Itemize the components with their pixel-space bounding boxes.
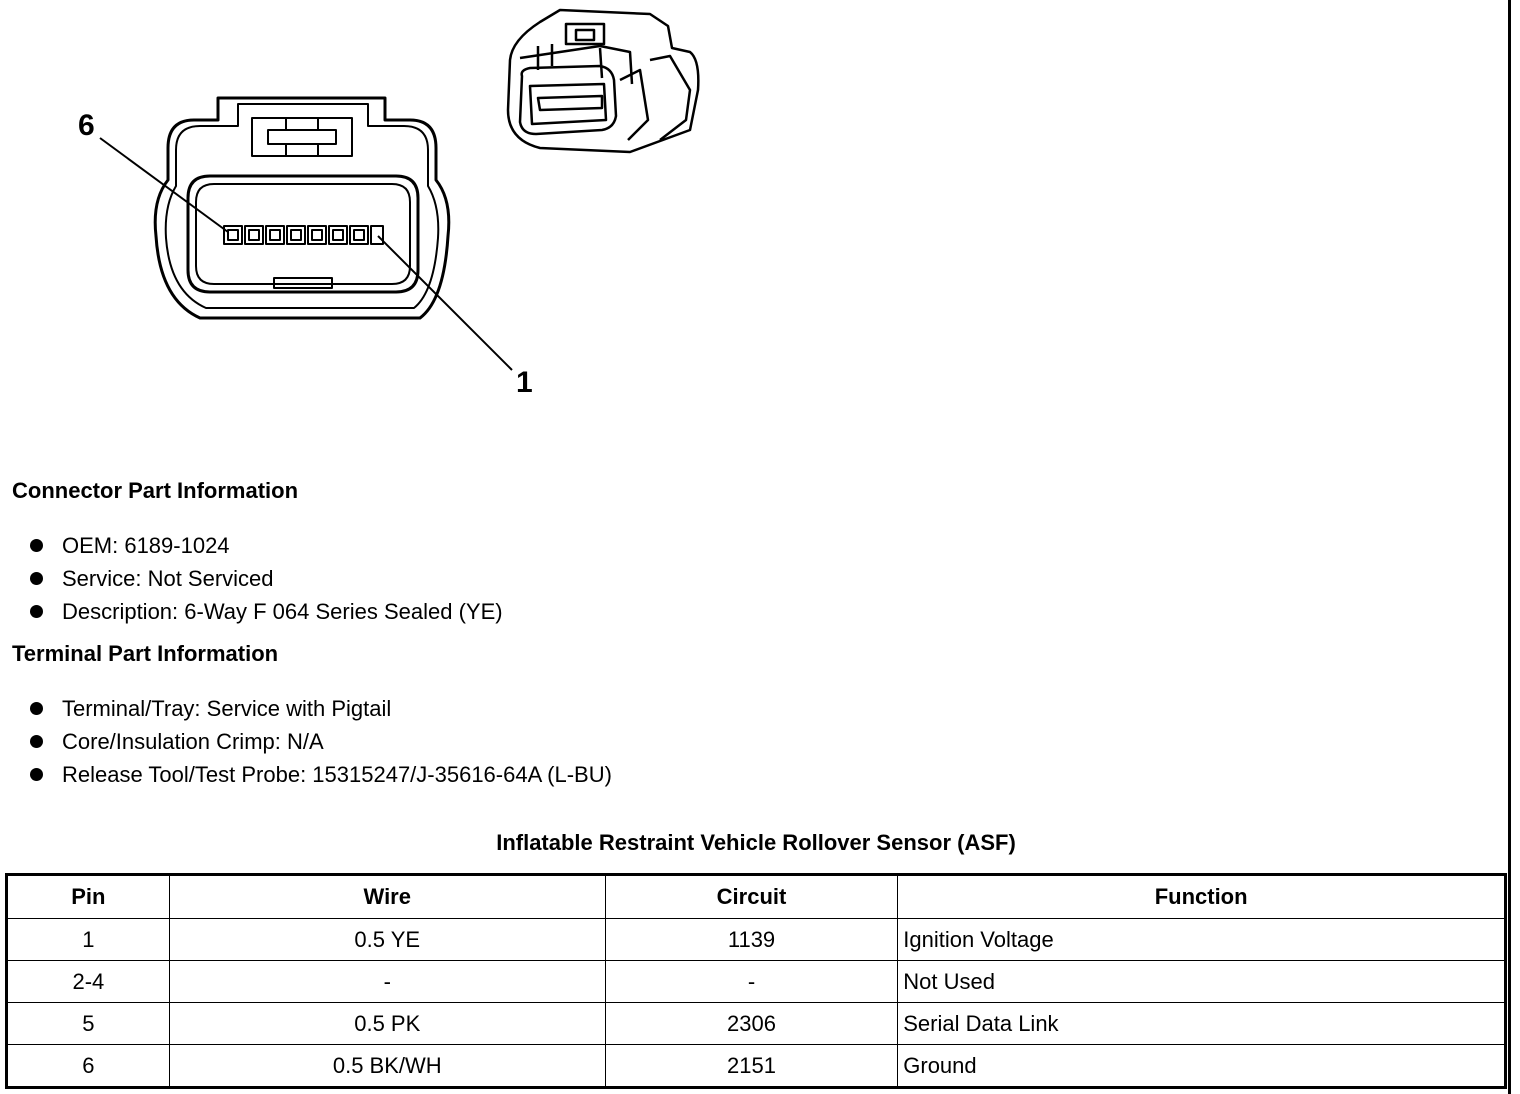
cell-function: Serial Data Link <box>897 1002 1506 1045</box>
list-item: OEM: 6189-1024 <box>28 529 503 562</box>
cell-wire: 0.5 PK <box>168 1002 606 1045</box>
connector-part-heading: Connector Part Information <box>12 478 299 503</box>
connector-isometric-illustration <box>506 8 700 154</box>
bullet-icon <box>30 702 43 715</box>
connector-cavity <box>186 174 420 294</box>
connector-service: Service: Not Serviced <box>62 566 274 591</box>
cell-pin: 1 <box>6 918 170 961</box>
connector-housing-outline <box>153 96 451 320</box>
page-right-border <box>1508 0 1511 1094</box>
pin-1-label: 1 <box>516 366 533 399</box>
connector-face-diagram <box>99 8 700 371</box>
terminal-part-list: Terminal/Tray: Service with Pigtail Core… <box>28 692 612 791</box>
bullet-icon <box>30 539 43 552</box>
cell-function: Ignition Voltage <box>897 918 1506 961</box>
list-item: Service: Not Serviced <box>28 562 503 595</box>
column-header-wire: Wire <box>168 874 606 919</box>
terminal-release-tool: Release Tool/Test Probe: 15315247/J-3561… <box>62 762 612 787</box>
pin-6-leader-line <box>99 137 229 233</box>
bullet-icon <box>30 735 43 748</box>
connector-oem: OEM: 6189-1024 <box>62 533 230 558</box>
cell-function: Ground <box>897 1044 1506 1088</box>
connector-part-list: OEM: 6189-1024 Service: Not Serviced Des… <box>28 529 503 628</box>
table-row: 1 0.5 YE 1139 Ignition Voltage <box>6 918 1506 961</box>
cell-circuit: 1139 <box>604 918 899 961</box>
bullet-icon <box>30 572 43 585</box>
column-header-circuit: Circuit <box>604 874 899 919</box>
cell-pin: 5 <box>6 1002 170 1045</box>
connector-description: Description: 6-Way F 064 Series Sealed (… <box>62 599 503 624</box>
cell-function: Not Used <box>897 960 1506 1003</box>
terminal-crimp: Core/Insulation Crimp: N/A <box>62 729 324 754</box>
cell-circuit: 2306 <box>604 1002 899 1045</box>
cell-pin: 6 <box>6 1044 170 1088</box>
pinout-table: Pin Wire Circuit Function 1 0.5 YE 1139 … <box>5 873 1507 1089</box>
pin-6-label: 6 <box>78 109 95 142</box>
cell-circuit: 2151 <box>604 1044 899 1088</box>
terminal-part-heading: Terminal Part Information <box>12 641 279 666</box>
list-item: Core/Insulation Crimp: N/A <box>28 725 612 758</box>
table-row: 2-4 - - Not Used <box>6 960 1506 1003</box>
list-item: Terminal/Tray: Service with Pigtail <box>28 692 612 725</box>
bullet-icon <box>30 768 43 781</box>
column-header-function: Function <box>897 874 1506 919</box>
cell-wire: - <box>168 960 606 1003</box>
list-item: Description: 6-Way F 064 Series Sealed (… <box>28 595 503 628</box>
terminal-tray: Terminal/Tray: Service with Pigtail <box>62 696 392 721</box>
list-item: Release Tool/Test Probe: 15315247/J-3561… <box>28 758 612 791</box>
cell-circuit: - <box>604 960 899 1003</box>
column-header-pin: Pin <box>6 874 170 919</box>
pin-1-leader-line <box>377 235 513 371</box>
table-row: 6 0.5 BK/WH 2151 Ground <box>6 1044 1506 1088</box>
table-title: Inflatable Restraint Vehicle Rollover Se… <box>496 830 1016 855</box>
table-header-row: Pin Wire Circuit Function <box>6 874 1506 919</box>
cell-wire: 0.5 BK/WH <box>168 1044 606 1088</box>
terminal-cavities <box>223 225 384 245</box>
cell-pin: 2-4 <box>6 960 170 1003</box>
bullet-icon <box>30 605 43 618</box>
cell-wire: 0.5 YE <box>168 918 606 961</box>
table-row: 5 0.5 PK 2306 Serial Data Link <box>6 1002 1506 1045</box>
